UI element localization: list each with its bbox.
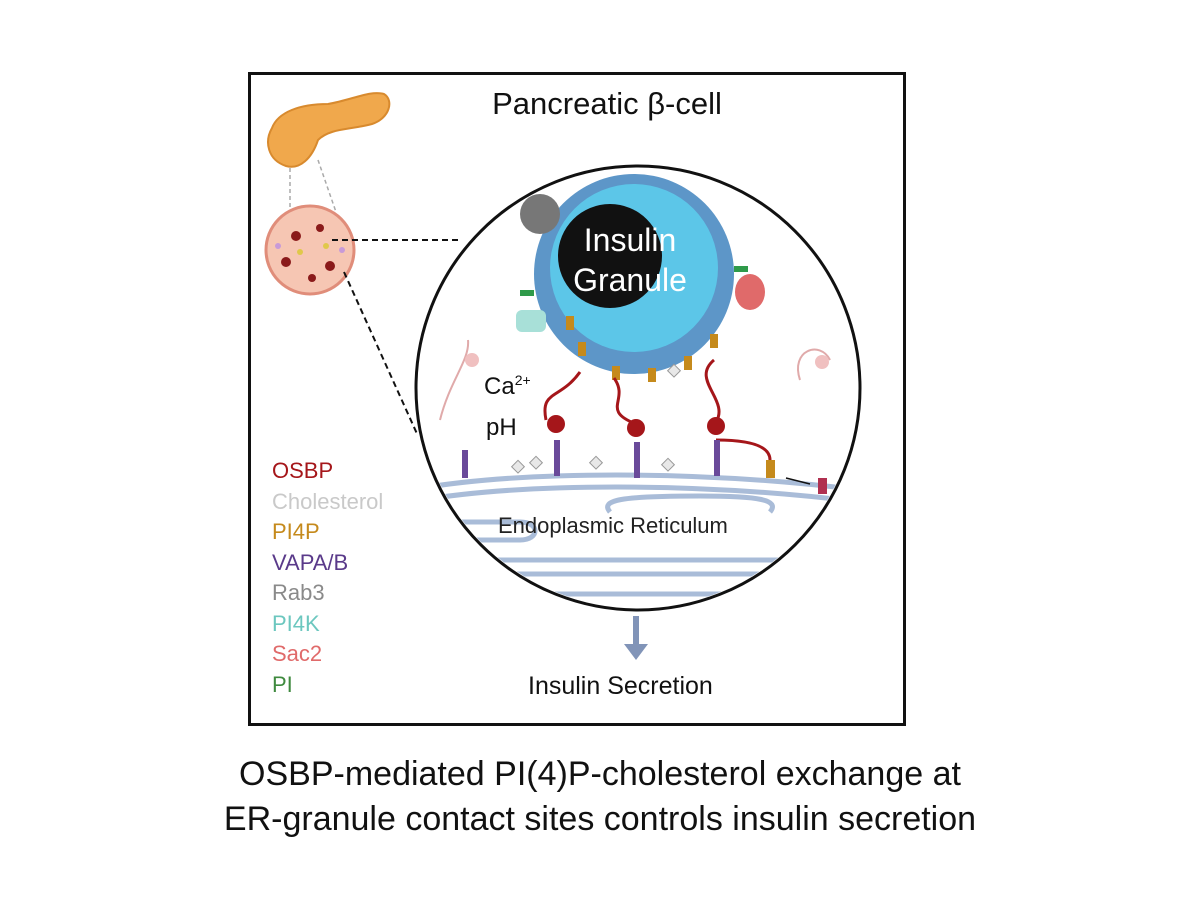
granule-label-line2: Granule [573, 262, 687, 298]
rab3-protein [520, 194, 560, 234]
figure-frame [248, 72, 906, 726]
caption-line1: OSBP-mediated PI(4)P-cholesterol exchang… [239, 755, 961, 793]
er-arrow [785, 477, 811, 485]
cholesterol-marks [510, 363, 682, 474]
caption-line2: ER-granule contact sites controls insuli… [223, 800, 977, 838]
legend: OSBP Cholesterol PI4P VAPA/B Rab3 PI4K S… [272, 456, 383, 700]
vap-anchors [462, 440, 720, 478]
legend-item: OSBP [272, 458, 334, 483]
pi4p-er [766, 460, 775, 478]
secretion-label: Insulin Secretion [528, 672, 713, 700]
er-label: Endoplasmic Reticulum [498, 513, 728, 538]
calcium-label: Ca2+ [484, 372, 531, 400]
legend-item: PI4K [272, 610, 320, 636]
pi4k-protein [516, 310, 546, 332]
legend-item: PI4P [272, 519, 320, 544]
pi4p-granule [566, 316, 718, 382]
sac2-protein [735, 274, 765, 310]
legend-item: VAPA/B [272, 549, 349, 575]
caption: OSBP-mediated PI(4)P-cholesterol exchang… [0, 752, 1200, 842]
ph-label: pH [486, 414, 517, 441]
zoom-line-right [317, 159, 337, 213]
legend-item: Cholesterol [272, 488, 384, 514]
legend-item: Sac2 [272, 641, 323, 666]
pancreas-organ [267, 92, 391, 168]
osbp-tethers [543, 358, 772, 461]
pi-lipid-right [734, 266, 748, 272]
pi-lipid-left [520, 290, 534, 296]
osbp-domains [547, 415, 725, 437]
faded-osbp-right [815, 355, 829, 369]
faded-osbp [439, 339, 831, 421]
pi-er [818, 478, 827, 494]
granule-label-line1: Insulin [583, 222, 677, 258]
granule-core [558, 204, 662, 308]
faded-osbp-left [465, 353, 479, 367]
legend-item: Rab3 [272, 580, 325, 605]
legend-item: PI [272, 671, 293, 697]
cell-title: Pancreatic β-cell [492, 86, 722, 121]
islet-tissue [264, 204, 356, 296]
zoom-line-bottom [343, 271, 419, 437]
secretion-arrow-head [624, 644, 648, 660]
